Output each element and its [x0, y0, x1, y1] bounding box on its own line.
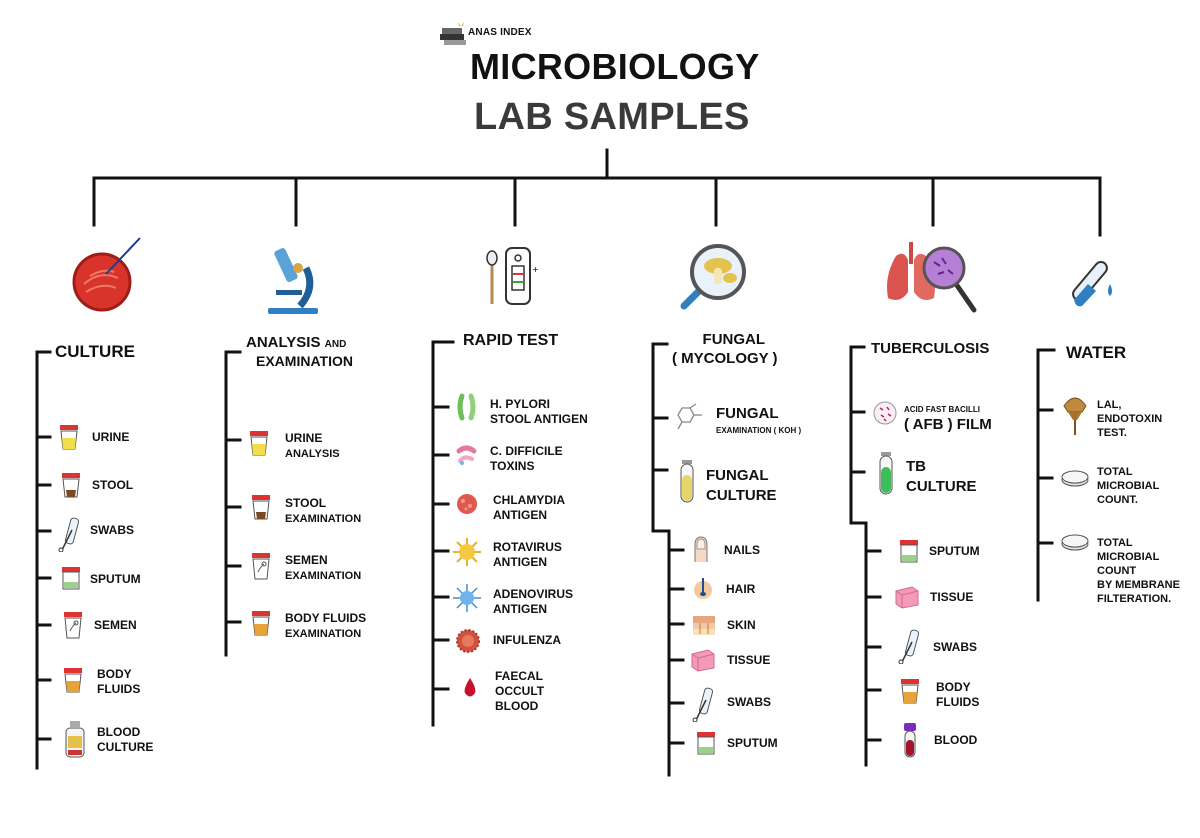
- koh-molecule-icon: [670, 402, 704, 432]
- books-icon: [440, 22, 466, 45]
- c-difficile-icon: [454, 443, 480, 469]
- tb-item-sputum: SPUTUM: [929, 544, 980, 558]
- rapid-title: RAPID TEST: [463, 332, 559, 349]
- tb-afb-film: ACID FAST BACILLI( AFB ) FILM: [904, 405, 992, 433]
- sputum-cup-icon: [898, 539, 920, 563]
- title-line-1: MICROBIOLOGY: [470, 46, 760, 87]
- horseshoe-crab-icon: [1062, 392, 1088, 436]
- lungs-magnifier-icon: [882, 236, 982, 320]
- swab-icon: [690, 686, 716, 722]
- semen-cup-icon: [62, 611, 84, 639]
- petri-dish-icon: [60, 232, 144, 316]
- tb-item-swabs: SWABS: [933, 640, 978, 654]
- rotavirus-icon: [452, 537, 482, 567]
- influenza-virus-icon: [454, 627, 482, 655]
- stool-cup-icon: [250, 494, 272, 520]
- blood-drop-icon: [462, 677, 478, 699]
- swab-icon: [896, 628, 922, 664]
- magnifier-fungus-icon: [680, 240, 754, 312]
- brand-logo: ANAS INDEX: [438, 18, 553, 50]
- svg-text:+: +: [532, 265, 539, 274]
- nail-icon: [690, 535, 712, 563]
- chlamydia-icon: [454, 491, 480, 517]
- logo-text: ANAS INDEX: [468, 27, 532, 38]
- culture-item-swabs: SWABS: [90, 523, 135, 537]
- skin-icon: [692, 612, 716, 636]
- stool-cup-icon: [60, 472, 82, 498]
- urine-cup-icon: [248, 430, 270, 456]
- culture-tube-icon: [679, 459, 695, 503]
- water-title: WATER: [1066, 343, 1127, 362]
- adenovirus-icon: [452, 583, 482, 613]
- culture-item-semen: SEMEN: [94, 618, 137, 632]
- tissue-icon: [894, 585, 920, 609]
- culture-item-urine: URINE: [92, 430, 130, 444]
- afb-slide-icon: [872, 400, 898, 426]
- body-fluid-cup-icon: [62, 667, 84, 693]
- microscope-icon: [260, 238, 330, 318]
- tissue-icon: [690, 648, 716, 672]
- blood-culture-bottle-icon: [64, 720, 86, 758]
- petri-plate-icon: [1060, 468, 1090, 488]
- fungal-item-skin: SKIN: [727, 618, 756, 632]
- tb-item-blood: BLOOD: [934, 733, 978, 747]
- analysis-title: ANALYSIS AND EXAMINATION: [246, 334, 353, 369]
- body-fluid-cup-icon: [899, 678, 921, 704]
- fungal-item-sputum: SPUTUM: [727, 736, 778, 750]
- body-fluid-cup-icon: [250, 610, 272, 636]
- semen-cup-icon: [250, 552, 272, 580]
- fungal-item-tissue: TISSUE: [727, 653, 771, 667]
- fungal-title: FUNGAL( MYCOLOGY ): [672, 331, 778, 367]
- rapid-test-cassette-icon: +: [482, 244, 542, 308]
- blood-tube-icon: [903, 722, 917, 758]
- fungal-item-swabs: SWABS: [727, 695, 772, 709]
- petri-plate-icon: [1060, 532, 1090, 552]
- title-line-2: LAB SAMPLES: [474, 96, 750, 138]
- culture-title: CULTURE: [55, 342, 135, 361]
- hair-icon: [692, 576, 714, 600]
- tb-title: TUBERCULOSIS: [871, 340, 990, 357]
- fungal-item-nails: NAILS: [724, 543, 760, 557]
- h-pylori-icon: [456, 393, 478, 421]
- sputum-cup-icon: [60, 566, 82, 590]
- water-test-tube-icon: [1066, 256, 1122, 316]
- rapid-item-influenza: INFULENZA: [493, 633, 561, 647]
- tb-item-tissue: TISSUE: [930, 590, 974, 604]
- culture-item-stool: STOOL: [92, 478, 134, 492]
- tb-culture-tube-icon: [878, 451, 894, 495]
- culture-item-sputum: SPUTUM: [90, 572, 141, 586]
- swab-icon: [56, 516, 82, 552]
- fungal-item-hair: HAIR: [726, 582, 756, 596]
- sputum-cup-icon: [695, 731, 717, 755]
- urine-cup-icon: [58, 424, 80, 450]
